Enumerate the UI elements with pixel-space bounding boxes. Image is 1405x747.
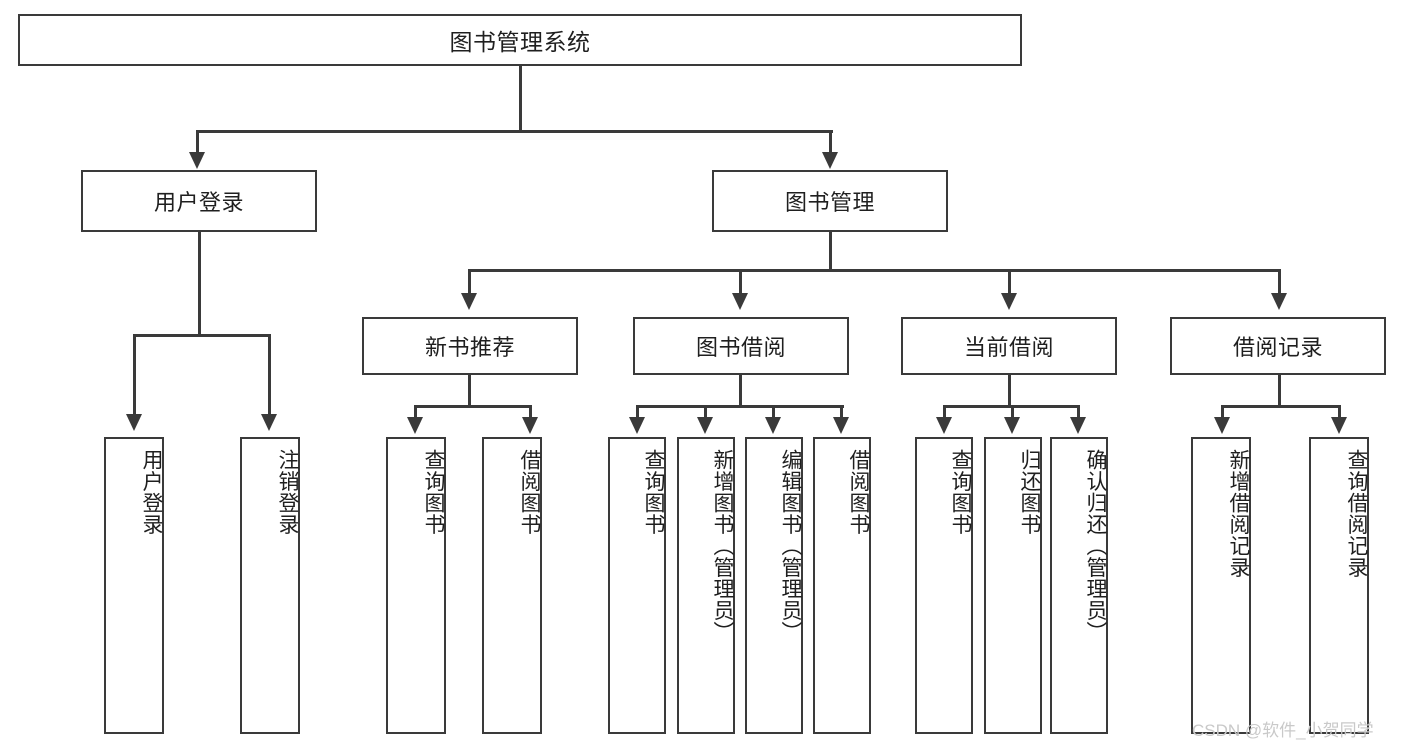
node-new-book-recommend-label: 新书推荐 xyxy=(424,335,515,360)
node-current-borrow-label: 当前借阅 xyxy=(963,335,1054,360)
leaf-label: 新增借阅记录 xyxy=(1227,449,1250,578)
leaf-book-borrow-edit-book[interactable]: 编辑图书（管理员） xyxy=(745,437,803,734)
node-book-management[interactable]: 图书管理 xyxy=(712,170,948,232)
leaf-user-login-login[interactable]: 用户登录 xyxy=(104,437,164,734)
leaf-user-login-logout[interactable]: 注销登录 xyxy=(240,437,300,734)
arrowhead-user-login-to-leaf-1 xyxy=(126,414,142,431)
arrowhead-new-book-2 xyxy=(522,417,538,434)
arrowhead-level3-2 xyxy=(732,293,748,310)
edge-book-borrow-drop-3 xyxy=(772,405,775,420)
leaf-label: 借阅图书 xyxy=(518,449,541,535)
arrowhead-book-borrow-1 xyxy=(629,417,645,434)
edge-user-login-stem xyxy=(198,232,201,336)
leaf-label: 用户登录 xyxy=(140,449,163,535)
edge-current-borrow-drop-1 xyxy=(943,405,946,420)
arrowhead-user-login-to-leaf-2 xyxy=(261,414,277,431)
leaf-label: 归还图书 xyxy=(1018,449,1041,535)
edge-root-to-user-login xyxy=(196,130,199,156)
node-user-login-label: 用户登录 xyxy=(153,190,244,215)
edge-root-stem xyxy=(519,66,522,132)
edge-user-login-to-leaf-1 xyxy=(133,334,136,417)
edge-level3-bus xyxy=(468,269,1281,272)
edge-user-login-to-leaf-2 xyxy=(268,334,271,417)
edge-level3-drop-3 xyxy=(1008,269,1011,296)
arrowhead-book-borrow-2 xyxy=(697,417,713,434)
leaf-new-book-borrow-book[interactable]: 借阅图书 xyxy=(482,437,542,734)
arrowhead-current-borrow-3 xyxy=(1070,417,1086,434)
leaf-borrow-record-add-record[interactable]: 新增借阅记录 xyxy=(1191,437,1251,734)
leaf-label: 借阅图书 xyxy=(847,449,870,535)
node-user-login[interactable]: 用户登录 xyxy=(81,170,317,232)
leaf-current-borrow-confirm-return[interactable]: 确认归还（管理员） xyxy=(1050,437,1108,734)
leaf-label: 查询图书 xyxy=(949,449,972,535)
leaf-label: 查询图书 xyxy=(422,449,445,535)
leaf-borrow-record-query-record[interactable]: 查询借阅记录 xyxy=(1309,437,1369,734)
edge-borrow-record-stem xyxy=(1278,375,1281,407)
arrowhead-root-to-user-login xyxy=(189,152,205,169)
edge-current-borrow-drop-2 xyxy=(1011,405,1014,420)
arrowhead-level3-4 xyxy=(1271,293,1287,310)
leaf-label: 注销登录 xyxy=(276,449,299,535)
edge-level3-drop-4 xyxy=(1278,269,1281,296)
leaf-book-borrow-borrow-book[interactable]: 借阅图书 xyxy=(813,437,871,734)
leaf-current-borrow-query-book[interactable]: 查询图书 xyxy=(915,437,973,734)
edge-current-borrow-drop-3 xyxy=(1077,405,1080,420)
node-book-management-label: 图书管理 xyxy=(784,190,875,215)
arrowhead-new-book-1 xyxy=(407,417,423,434)
edge-root-to-book-mgmt xyxy=(829,130,832,156)
arrowhead-current-borrow-2 xyxy=(1004,417,1020,434)
edge-book-mgmt-stem xyxy=(829,232,832,272)
node-current-borrow[interactable]: 当前借阅 xyxy=(901,317,1117,375)
arrowhead-book-borrow-3 xyxy=(765,417,781,434)
edge-root-bus xyxy=(196,130,833,133)
edge-book-borrow-drop-1 xyxy=(636,405,639,420)
leaf-label: 新增图书（管理员） xyxy=(711,449,734,643)
edge-borrow-record-drop-2 xyxy=(1338,405,1341,420)
node-root[interactable]: 图书管理系统 xyxy=(18,14,1022,66)
leaf-label: 确认归还（管理员） xyxy=(1084,449,1107,643)
arrowhead-level3-1 xyxy=(461,293,477,310)
edge-book-borrow-drop-2 xyxy=(704,405,707,420)
node-new-book-recommend[interactable]: 新书推荐 xyxy=(362,317,578,375)
arrowhead-borrow-record-2 xyxy=(1331,417,1347,434)
edge-borrow-record-drop-1 xyxy=(1221,405,1224,420)
leaf-label: 查询借阅记录 xyxy=(1345,449,1368,578)
edge-book-borrow-stem xyxy=(739,375,742,407)
node-borrow-record[interactable]: 借阅记录 xyxy=(1170,317,1386,375)
arrowhead-book-borrow-4 xyxy=(833,417,849,434)
edge-user-login-bus xyxy=(133,334,271,337)
arrowhead-level3-3 xyxy=(1001,293,1017,310)
leaf-label: 查询图书 xyxy=(642,449,665,535)
arrowhead-root-to-book-mgmt xyxy=(822,152,838,169)
node-root-label: 图书管理系统 xyxy=(449,29,591,55)
arrowhead-borrow-record-1 xyxy=(1214,417,1230,434)
leaf-label: 编辑图书（管理员） xyxy=(779,449,802,643)
edge-new-book-drop-1 xyxy=(414,405,417,420)
edge-borrow-record-bus xyxy=(1221,405,1341,408)
arrowhead-current-borrow-1 xyxy=(936,417,952,434)
edge-book-borrow-drop-4 xyxy=(840,405,843,420)
leaf-book-borrow-add-book[interactable]: 新增图书（管理员） xyxy=(677,437,735,734)
edge-new-book-drop-2 xyxy=(529,405,532,420)
edge-book-borrow-bus xyxy=(636,405,844,408)
edge-current-borrow-stem xyxy=(1008,375,1011,407)
node-borrow-record-label: 借阅记录 xyxy=(1232,335,1323,360)
node-book-borrow[interactable]: 图书借阅 xyxy=(633,317,849,375)
node-book-borrow-label: 图书借阅 xyxy=(695,335,786,360)
leaf-new-book-query-book[interactable]: 查询图书 xyxy=(386,437,446,734)
edge-new-book-bus xyxy=(414,405,532,408)
edge-current-borrow-bus xyxy=(943,405,1077,408)
edge-level3-drop-2 xyxy=(739,269,742,296)
edge-new-book-stem xyxy=(468,375,471,407)
leaf-current-borrow-return-book[interactable]: 归还图书 xyxy=(984,437,1042,734)
leaf-book-borrow-query-book[interactable]: 查询图书 xyxy=(608,437,666,734)
edge-level3-drop-1 xyxy=(468,269,471,296)
